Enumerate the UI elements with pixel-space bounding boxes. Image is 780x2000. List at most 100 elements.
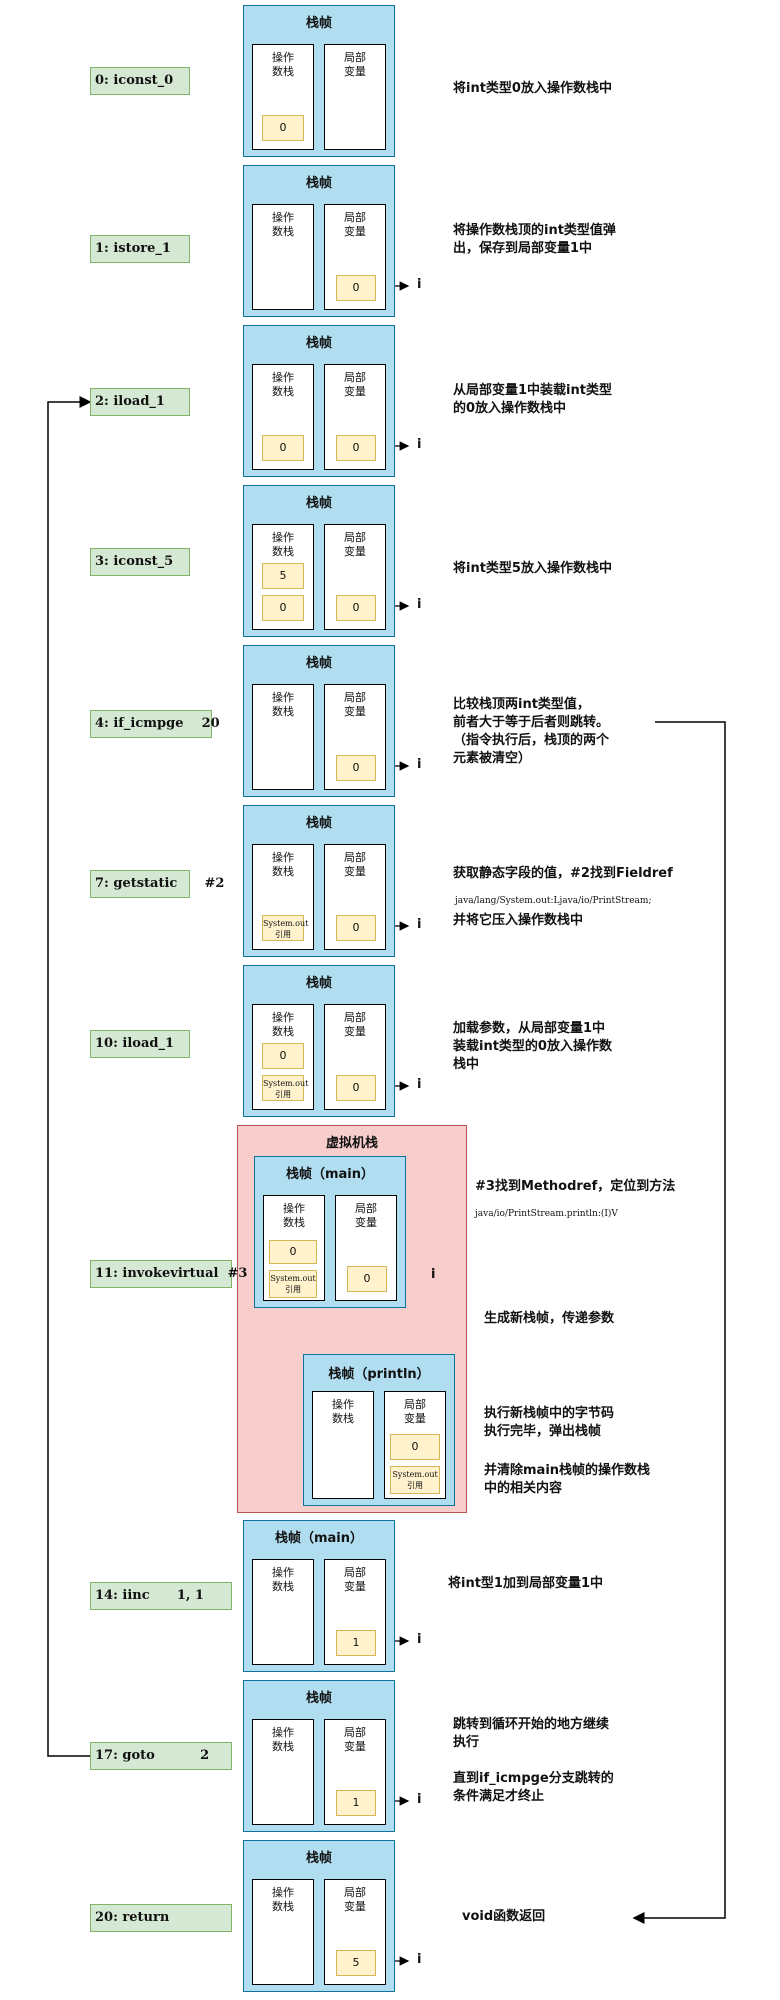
local-variables-label: 局部变量 (385, 1398, 445, 1426)
operand-stack-label: 操作数栈 (264, 1202, 324, 1230)
frame-title-text: 栈帧（main） (274, 1531, 364, 1546)
step-description: 将int型1加到局部变量1中 (448, 1575, 603, 1593)
step-description: 从局部变量1中装载int类型的0放入操作数栈中 (453, 382, 612, 418)
label-line: 局部 (344, 851, 366, 864)
operand-stack: 操作数栈 (252, 204, 314, 310)
operand-stack-label: 操作数栈 (253, 51, 313, 79)
frame-title: 栈帧 (244, 1687, 394, 1706)
bytecode-instruction: 3: iconst_5 (90, 548, 190, 576)
label-line: 操作 (283, 1202, 305, 1215)
operand-stack-label: 操作数栈 (253, 1566, 313, 1594)
step-description: 直到if_icmpge分支跳转的条件满足才终止 (453, 1770, 614, 1806)
frame-title: 栈帧 (244, 492, 394, 511)
local-variables-label: 局部变量 (325, 531, 385, 559)
label-line: 局部 (355, 1202, 377, 1215)
label-line: 操作 (272, 1726, 294, 1739)
operand-cell: 0 (262, 1043, 304, 1069)
frame-title: 栈帧 (244, 1847, 394, 1866)
operand-stack-label: 操作数栈 (253, 211, 313, 239)
description-line: 将int型1加到局部变量1中 (448, 1576, 604, 1591)
label-line: 局部 (344, 531, 366, 544)
operand-stack-label: 操作数栈 (253, 851, 313, 879)
var-i-label: i (417, 917, 421, 932)
description-line: void函数返回 (462, 1909, 546, 1924)
label-line: 局部 (404, 1398, 426, 1411)
description-line: 执行新栈帧中的字节码 (484, 1406, 615, 1421)
vm-stack-title-text: 虚拟机栈 (325, 1136, 378, 1151)
operand-cell: 0 (262, 115, 304, 141)
bytecode-instruction: 10: iload_1 (90, 1030, 190, 1058)
cell-value: 0 (411, 1440, 419, 1453)
label-line: 数栈 (272, 385, 294, 398)
description-line: java/lang/System.out:Ljava/io/PrintStrea… (455, 896, 652, 906)
frame-title: 栈帧 (244, 972, 394, 991)
cell-value: 0 (279, 601, 287, 614)
local-cell: 0 (347, 1266, 387, 1292)
description-line: 元素被清空） (453, 751, 532, 766)
operand-stack: 操作数栈 (252, 1879, 314, 1985)
cell-value: 5 (352, 1956, 360, 1969)
label-line: 变量 (344, 1740, 366, 1753)
description-line: 执行完毕，弹出栈帧 (484, 1424, 602, 1439)
local-variables-label: 局部变量 (325, 51, 385, 79)
frame-title-text: 栈帧 (305, 1691, 332, 1706)
local-cell: 0 (336, 915, 376, 941)
instruction-text: 20: return (95, 1910, 170, 1925)
instruction-text: 3: iconst_5 (95, 554, 174, 569)
local-variables-label: 局部变量 (325, 211, 385, 239)
cell-text: 引用 (285, 1285, 301, 1294)
label-line: 数栈 (272, 65, 294, 78)
label-line: 数栈 (332, 1412, 354, 1425)
description-line: 加载参数，从局部变量1中 (453, 1021, 606, 1036)
label-line: 变量 (344, 1025, 366, 1038)
bytecode-instruction: 1: istore_1 (90, 235, 190, 263)
cell-text: System.out (263, 919, 309, 928)
cell-value: 1 (352, 1796, 360, 1809)
frame-title: 栈帧（main） (244, 1527, 394, 1546)
description-line: 获取静态字段的值，#2找到Fieldref (453, 866, 673, 881)
label-line: 数栈 (272, 1580, 294, 1593)
description-line: 直到if_icmpge分支跳转的 (453, 1771, 614, 1786)
label-line: 操作 (272, 371, 294, 384)
operand-stack-label: 操作数栈 (253, 371, 313, 399)
description-line: 将操作数栈顶的int类型值弹 (453, 223, 616, 238)
description-line: 出，保存到局部变量1中 (453, 241, 593, 256)
var-i-label: i (417, 437, 421, 452)
operand-stack-label: 操作数栈 (253, 1011, 313, 1039)
cell-value: 5 (279, 569, 287, 582)
bytecode-instruction: 17: goto 2 (90, 1742, 232, 1770)
description-line: 将int类型5放入操作数栈中 (453, 561, 612, 576)
step-description: java/lang/System.out:Ljava/io/PrintStrea… (455, 892, 651, 910)
local-cell: 0 (336, 1075, 376, 1101)
local-variables-label: 局部变量 (325, 1886, 385, 1914)
description-line: 装载int类型的0放入操作数 (453, 1039, 612, 1054)
description-line: 生成新栈帧，传递参数 (484, 1311, 615, 1326)
cell-text: System.out (270, 1274, 316, 1283)
step-description: 生成新栈帧，传递参数 (484, 1310, 614, 1328)
operand-stack: 操作数栈 (312, 1391, 374, 1499)
description-line: 前者大于等于后者则跳转。 (453, 715, 610, 730)
local-variables-label: 局部变量 (325, 1011, 385, 1039)
label-line: 局部 (344, 51, 366, 64)
label-line: 操作 (272, 1011, 294, 1024)
description-line: 比较栈顶两int类型值， (453, 697, 590, 712)
cell-value: 0 (279, 121, 287, 134)
frame-title: 栈帧（println） (304, 1363, 454, 1382)
cell-value: 0 (352, 601, 360, 614)
label-line: 变量 (344, 705, 366, 718)
operand-stack-label: 操作数栈 (313, 1398, 373, 1426)
cell-value: 0 (352, 761, 360, 774)
bytecode-instruction: 20: return (90, 1904, 232, 1932)
operand-stack: 操作数栈 (252, 1719, 314, 1825)
local-cell: 1 (336, 1630, 376, 1656)
var-i-text: i (417, 1632, 422, 1647)
local-variables-label: 局部变量 (325, 371, 385, 399)
label-line: 操作 (272, 1886, 294, 1899)
description-line: 并清除main栈帧的操作数栈 (484, 1463, 651, 1478)
